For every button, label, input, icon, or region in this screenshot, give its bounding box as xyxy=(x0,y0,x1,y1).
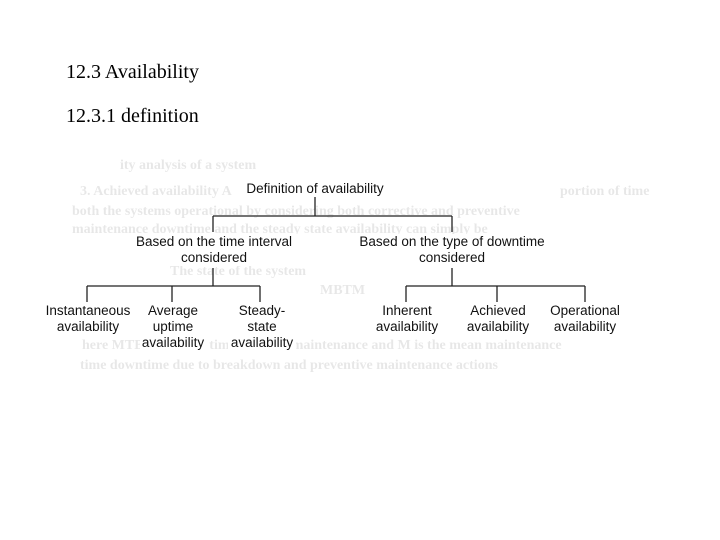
leaf-instantaneous-availability: Instantaneous availability xyxy=(42,303,134,335)
leaf-achieved-availability: Achieved availability xyxy=(458,303,538,335)
leaf-operational-availability: Operational availability xyxy=(542,303,628,335)
leaf-average-uptime-availability: Average uptime availability xyxy=(140,303,206,351)
bg-line: both the systems operational by consider… xyxy=(72,204,520,219)
branch-time-interval: Based on the time interval considered xyxy=(125,234,303,266)
bg-line: maintenance downtime and the steady stat… xyxy=(72,222,488,237)
bg-line: MBTM xyxy=(320,283,366,298)
bg-line: time downtime due to breakdown and preve… xyxy=(80,358,498,373)
root-node: Definition of availability xyxy=(240,181,390,197)
bg-line: ity analysis of a system xyxy=(120,158,257,173)
bg-line: 3. Achieved availability A xyxy=(80,184,232,199)
leaf-inherent-availability: Inherent availability xyxy=(367,303,447,335)
branch-downtime-type: Based on the type of downtime considered xyxy=(345,234,559,266)
leaf-steady-state-availability: Steady-state availability xyxy=(228,303,296,351)
section-heading: 12.3 Availability xyxy=(66,61,199,83)
bg-line: The state of the system xyxy=(170,264,307,279)
bg-line: portion of time xyxy=(560,184,650,199)
subsection-heading: 12.3.1 definition xyxy=(66,105,199,127)
